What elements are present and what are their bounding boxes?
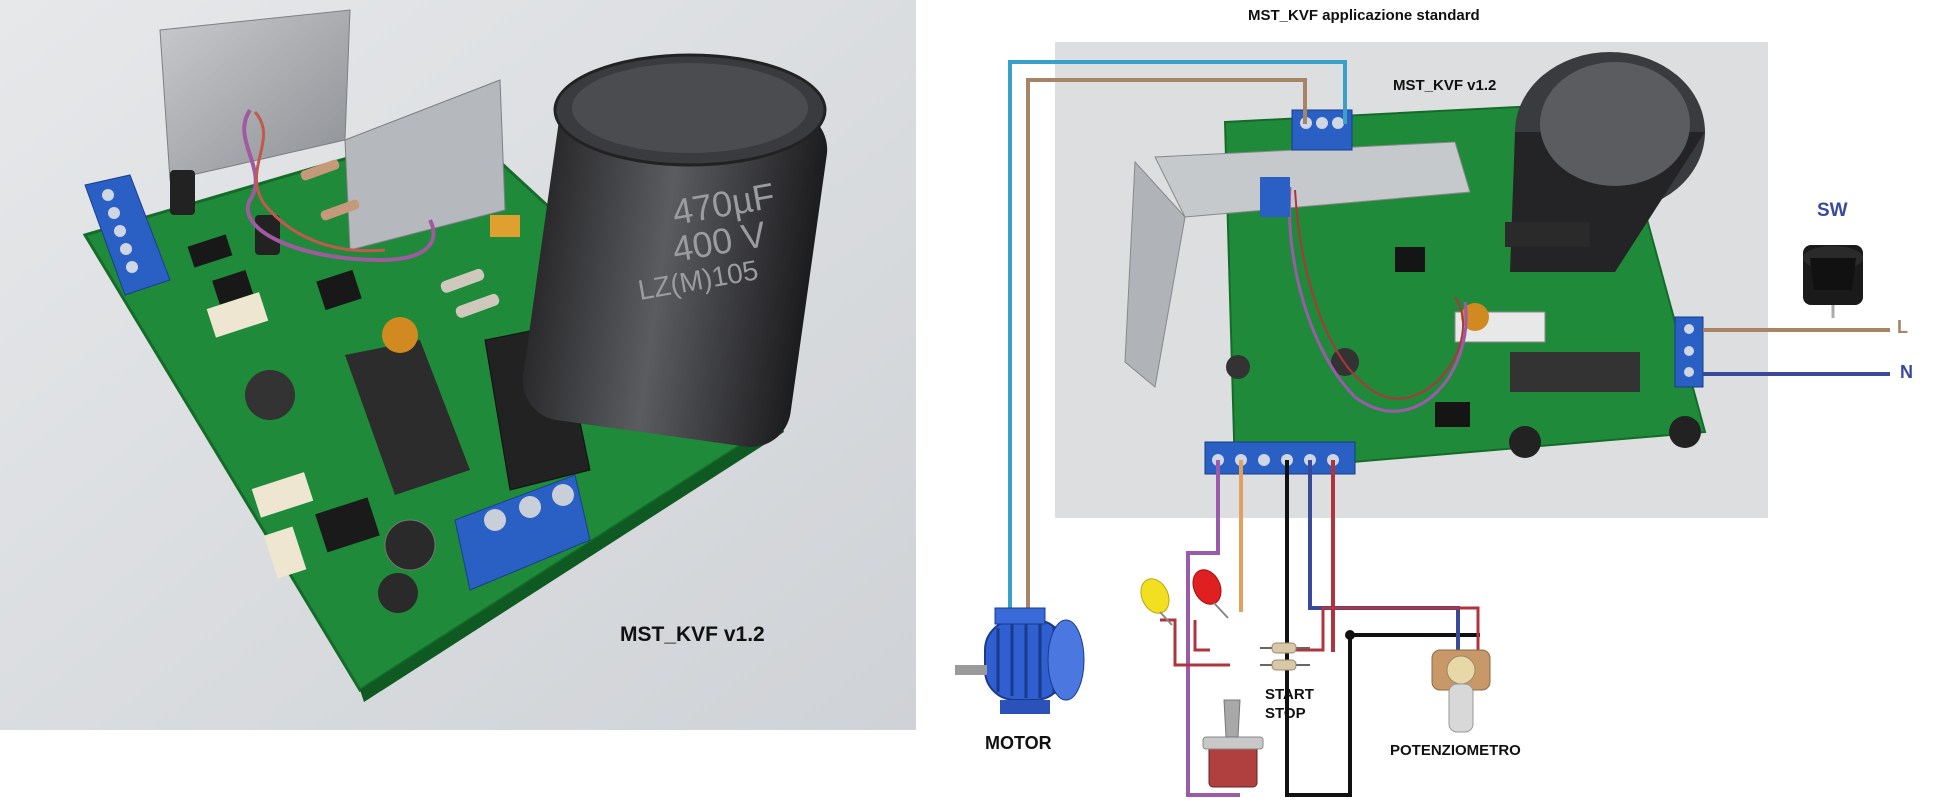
potentiometer-icon (1431, 649, 1491, 733)
led-icon (1140, 578, 1173, 626)
start-stop-label-2: STOP (1265, 705, 1306, 722)
terminal-block-left (84, 174, 171, 296)
wire-black (1285, 460, 1480, 797)
board-photo-illustration: 470µF 400 V LZ(M)105 (0, 0, 916, 730)
line-label: L (1897, 317, 1908, 337)
board-label: MST_KVF v1.2 (1393, 77, 1497, 94)
wire-motor-cyan (1008, 60, 1347, 618)
led-icon (1192, 569, 1229, 619)
toggle-switch-icon (1202, 699, 1264, 788)
resistor-icon (1260, 642, 1310, 671)
diagram-title: MST_KVF applicazione standard (1248, 7, 1480, 24)
neutral-label: N (1900, 362, 1913, 382)
wire-purple (1186, 460, 1240, 797)
board-photo-panel (1055, 42, 1768, 518)
left-photo-caption: MST_KVF v1.2 (620, 623, 765, 646)
capacitor-icon: 470µF 400 V LZ(M)105 (522, 53, 828, 447)
board-terminal-top (1291, 109, 1353, 151)
switch-label: SW (1817, 200, 1848, 221)
board-top-view (1055, 42, 1768, 518)
board-terminal-right (1674, 316, 1704, 388)
left-photo: 470µF 400 V LZ(M)105 (0, 0, 916, 730)
resistor-icon (300, 159, 500, 318)
motor-icon (955, 607, 1085, 714)
board-terminal-bottom (1204, 441, 1356, 475)
start-stop-label-1: START (1265, 686, 1314, 703)
potentiometer-label: POTENZIOMETRO (1390, 742, 1521, 759)
wire-motor-brown (1026, 78, 1307, 618)
terminal-block-right (454, 474, 591, 591)
motor-label: MOTOR (985, 733, 1052, 753)
rocker-switch-icon (1803, 245, 1863, 318)
